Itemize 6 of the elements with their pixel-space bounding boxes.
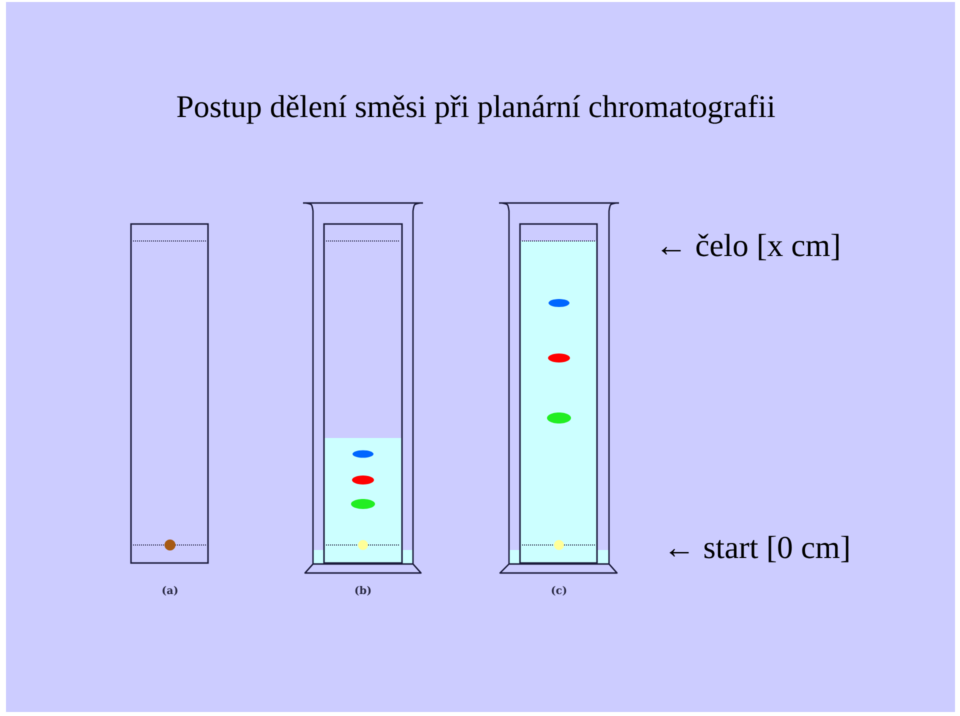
title: Postup dělení směsi při planární chromatografii — [177, 94, 775, 124]
level-label: ← čelo [x cm] — [662, 234, 839, 260]
level-label: ← start [0 cm] — [670, 536, 848, 562]
panel-label: (c) — [552, 586, 566, 596]
panel-label: (b) — [355, 586, 371, 596]
panel-label: (a) — [162, 586, 178, 596]
